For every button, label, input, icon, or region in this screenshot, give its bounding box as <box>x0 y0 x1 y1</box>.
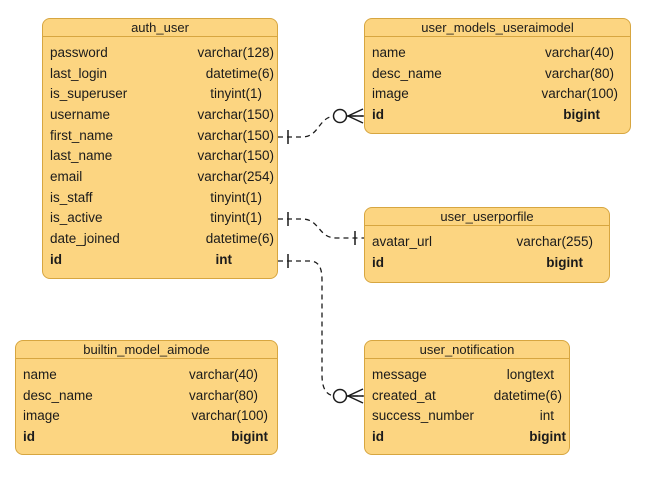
field-row: is_active tinyint(1) <box>43 208 274 229</box>
field-row: success_number int <box>365 405 566 426</box>
field-row: password varchar(128) <box>43 42 274 63</box>
field-name: message <box>372 366 427 382</box>
field-name: desc_name <box>372 65 442 81</box>
field-type: tinyint(1) <box>210 86 262 102</box>
field-name: name <box>23 366 57 382</box>
field-name: last_name <box>50 148 113 164</box>
field-row: desc_name varchar(80) <box>16 385 268 406</box>
field-name: desc_name <box>23 387 93 403</box>
field-name: created_at <box>372 387 436 403</box>
crowfoot-marker <box>347 108 364 117</box>
entity-user-notification[interactable]: user_notification message longtext creat… <box>364 340 570 455</box>
crowfoot-marker <box>347 388 364 397</box>
field-name: id <box>50 251 62 267</box>
field-type: varchar(40) <box>544 44 614 60</box>
field-name: id <box>372 428 384 444</box>
field-type: bigint <box>546 254 583 270</box>
field-row: avatar_url varchar(255) <box>365 231 593 252</box>
field-name: image <box>23 408 60 424</box>
field-type: varchar(80) <box>188 387 258 403</box>
entity-title: builtin_model_aimode <box>16 341 277 359</box>
entity-fields: name varchar(40) desc_name varchar(80) i… <box>16 359 277 447</box>
field-row: username varchar(150) <box>43 104 274 125</box>
relation-auth-user-to-notification <box>278 254 364 404</box>
field-type: varchar(150) <box>197 148 274 164</box>
field-type: varchar(100) <box>191 408 268 424</box>
field-name: id <box>372 106 384 122</box>
field-type: varchar(255) <box>516 233 593 249</box>
field-type: varchar(150) <box>197 106 274 122</box>
field-row: desc_name varchar(80) <box>365 63 618 84</box>
primary-key-row: id int <box>43 249 274 270</box>
field-type: int <box>215 251 233 267</box>
field-name: avatar_url <box>372 233 433 249</box>
field-row: message longtext <box>365 364 566 385</box>
field-type: datetime(6) <box>205 65 274 81</box>
field-type: bigint <box>529 428 566 444</box>
field-name: date_joined <box>50 231 120 247</box>
field-type: varchar(128) <box>197 44 274 60</box>
field-row: name varchar(40) <box>16 364 268 385</box>
field-type: varchar(150) <box>197 127 274 143</box>
field-row: is_superuser tinyint(1) <box>43 83 274 104</box>
relation-auth-user-to-userporfile <box>278 212 364 245</box>
primary-key-row: id bigint <box>365 252 593 273</box>
field-type: longtext <box>506 366 554 382</box>
field-name: id <box>23 428 35 444</box>
field-type: datetime(6) <box>493 387 562 403</box>
entity-user-userporfile[interactable]: user_userporfile avatar_url varchar(255)… <box>364 207 610 283</box>
field-name: last_login <box>50 65 108 81</box>
field-name: is_active <box>50 210 103 226</box>
field-row: created_at datetime(6) <box>365 385 566 406</box>
zero-circle-marker <box>332 388 348 404</box>
entity-fields: password varchar(128) last_login datetim… <box>43 37 277 270</box>
field-type: bigint <box>563 106 600 122</box>
primary-key-row: id bigint <box>16 426 268 447</box>
field-row: image varchar(100) <box>365 83 618 104</box>
field-row: image varchar(100) <box>16 405 268 426</box>
entity-title: user_userporfile <box>365 208 609 226</box>
field-type: varchar(80) <box>544 65 614 81</box>
field-name: is_superuser <box>50 86 128 102</box>
relation-auth-user-to-useraimodel <box>278 108 364 144</box>
entity-title: auth_user <box>43 19 277 37</box>
entity-user-models-useraimodel[interactable]: user_models_useraimodel name varchar(40)… <box>364 18 631 134</box>
field-name: image <box>372 86 409 102</box>
field-type: bigint <box>231 428 268 444</box>
field-type: int <box>539 408 554 424</box>
field-row: email varchar(254) <box>43 166 274 187</box>
entity-fields: name varchar(40) desc_name varchar(80) i… <box>365 37 630 125</box>
field-name: password <box>50 44 108 60</box>
field-name: first_name <box>50 127 114 143</box>
entity-auth-user[interactable]: auth_user password varchar(128) last_log… <box>42 18 278 279</box>
field-type: varchar(100) <box>541 86 618 102</box>
field-type: tinyint(1) <box>210 189 262 205</box>
field-row: last_name varchar(150) <box>43 145 274 166</box>
field-row: date_joined datetime(6) <box>43 228 274 249</box>
field-name: email <box>50 168 83 184</box>
field-name: name <box>372 44 406 60</box>
field-name: success_number <box>372 408 475 424</box>
primary-key-row: id bigint <box>365 104 618 125</box>
field-row: is_staff tinyint(1) <box>43 187 274 208</box>
field-name: username <box>50 106 111 122</box>
zero-circle-marker <box>332 108 348 124</box>
field-row: first_name varchar(150) <box>43 125 274 146</box>
field-type: varchar(40) <box>188 366 258 382</box>
entity-title: user_notification <box>365 341 569 359</box>
entity-fields: avatar_url varchar(255) id bigint <box>365 226 609 272</box>
field-type: varchar(254) <box>197 168 274 184</box>
entity-builtin-model-aimode[interactable]: builtin_model_aimode name varchar(40) de… <box>15 340 278 455</box>
field-name: is_staff <box>50 189 93 205</box>
field-type: datetime(6) <box>205 231 274 247</box>
primary-key-row: id bigint <box>365 426 566 447</box>
entity-fields: message longtext created_at datetime(6) … <box>365 359 569 447</box>
entity-title: user_models_useraimodel <box>365 19 630 37</box>
field-name: id <box>372 254 384 270</box>
field-row: last_login datetime(6) <box>43 63 274 84</box>
field-row: name varchar(40) <box>365 42 618 63</box>
field-type: tinyint(1) <box>210 210 262 226</box>
